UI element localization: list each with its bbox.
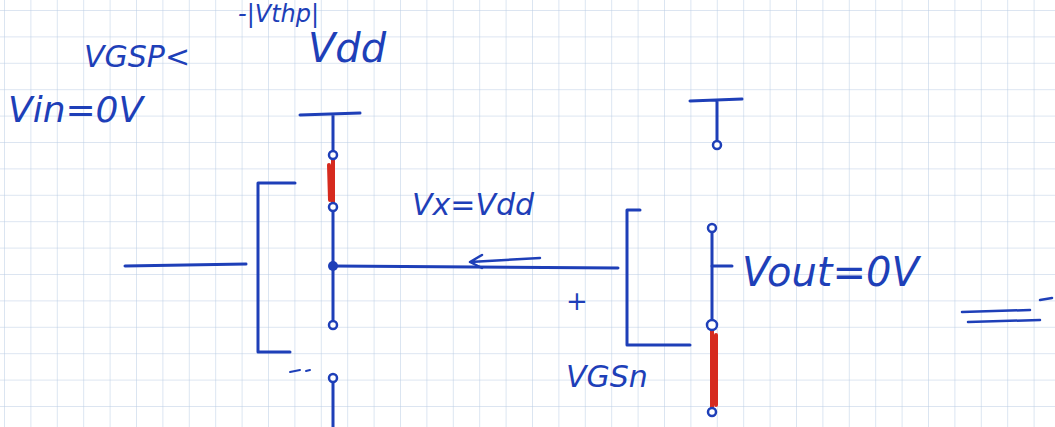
gate-plate <box>627 210 690 345</box>
terminal-dot <box>708 408 716 416</box>
output-label: Vout=0V <box>742 252 919 292</box>
arrow-mark <box>470 255 540 268</box>
highlight <box>329 160 333 205</box>
terminal-dot <box>329 321 337 329</box>
polarity-sign: + <box>566 288 588 314</box>
supply-label: Vdd <box>308 28 386 68</box>
underline <box>962 310 1040 322</box>
source-lead <box>332 383 335 427</box>
gate-voltage-label: VGSn <box>566 362 648 392</box>
terminal-dot <box>708 224 716 232</box>
input-label: Vin=0V <box>8 92 143 128</box>
gate-voltage-label: VGSP< <box>84 42 190 72</box>
junction-dot <box>328 261 338 271</box>
highlight <box>712 330 716 408</box>
vdd-rail <box>300 113 360 152</box>
terminal-dot <box>329 374 337 382</box>
terminal-dot <box>713 141 721 149</box>
tilde-mark <box>1040 298 1052 300</box>
vdd-rail <box>690 99 742 140</box>
gate-plate <box>258 183 295 352</box>
node-x-wire <box>333 266 618 268</box>
terminal-dot <box>329 151 337 159</box>
channel <box>711 233 714 320</box>
dots-mark <box>290 370 310 372</box>
terminal-dot <box>329 203 337 211</box>
node-voltage-label: Vx=Vdd <box>412 190 534 220</box>
output-wire <box>712 265 732 268</box>
threshold-note: -|Vthp| <box>238 2 319 26</box>
terminal-dot <box>707 320 717 330</box>
input-wire <box>125 264 246 266</box>
